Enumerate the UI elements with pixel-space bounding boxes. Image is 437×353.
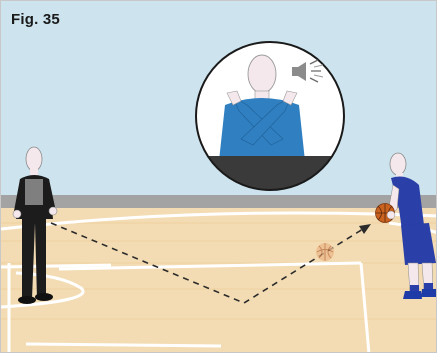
baseboard (1, 195, 437, 209)
ball-in-flight (316, 243, 334, 261)
figure-label: Fig. 35 (11, 11, 60, 28)
